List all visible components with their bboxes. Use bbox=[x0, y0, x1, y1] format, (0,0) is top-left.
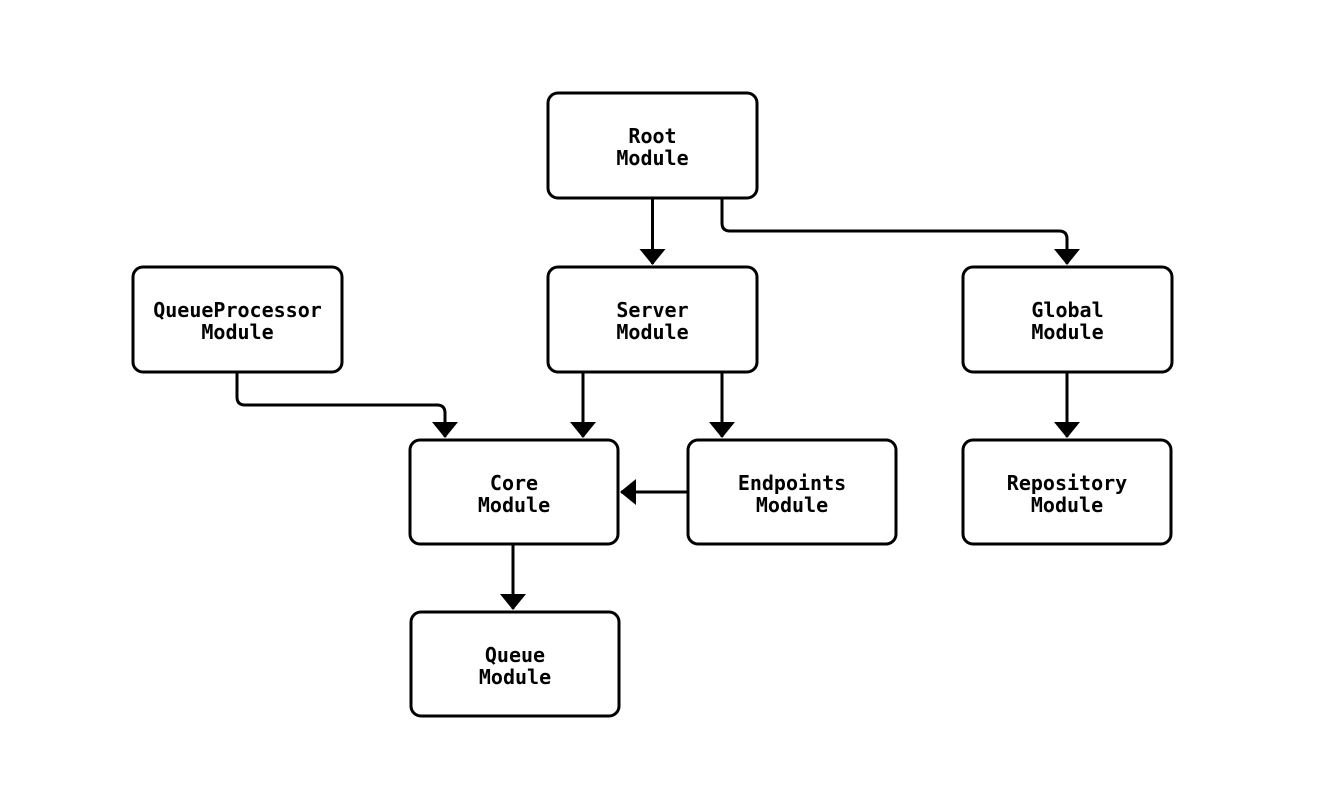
node-endpoints-module-label-line1: Endpoints bbox=[738, 471, 846, 495]
node-queue-module-label-line2: Module bbox=[479, 665, 551, 689]
node-server-module-label-line2: Module bbox=[616, 320, 688, 344]
edge-root-to-global bbox=[720, 198, 1080, 265]
node-global-module-label-line1: Global bbox=[1031, 298, 1103, 322]
node-core-module-box bbox=[408, 438, 620, 546]
node-core-module: Core Module bbox=[408, 438, 620, 546]
node-queueprocessor-module-label-line1: QueueProcessor bbox=[153, 298, 322, 322]
node-core-module-label-line1: Core bbox=[490, 471, 538, 495]
node-root-module: Root Module bbox=[546, 91, 759, 200]
node-global-module-box bbox=[961, 265, 1174, 374]
node-global-module-label-line2: Module bbox=[1031, 320, 1103, 344]
node-queue-module: Queue Module bbox=[409, 610, 621, 718]
node-repository-module-label-line1: Repository bbox=[1007, 471, 1127, 495]
node-queueprocessor-module-box bbox=[131, 265, 344, 374]
node-endpoints-module: Endpoints Module bbox=[686, 438, 898, 546]
node-global-module: Global Module bbox=[961, 265, 1174, 374]
node-queueprocessor-module-label-line2: Module bbox=[201, 320, 273, 344]
node-repository-module: Repository Module bbox=[961, 438, 1173, 546]
node-queue-module-box bbox=[409, 610, 621, 718]
node-endpoints-module-label-line2: Module bbox=[756, 493, 828, 517]
node-server-module: Server Module bbox=[546, 265, 759, 374]
node-endpoints-module-box bbox=[686, 438, 898, 546]
node-queueprocessor-module: QueueProcessor Module bbox=[131, 265, 344, 374]
node-repository-module-label-line2: Module bbox=[1031, 493, 1103, 517]
node-server-module-label-line1: Server bbox=[616, 298, 688, 322]
edge-queueprocessor-to-core bbox=[235, 372, 458, 438]
node-root-module-label-line1: Root bbox=[628, 124, 676, 148]
node-root-module-label-line2: Module bbox=[616, 146, 688, 170]
node-repository-module-box bbox=[961, 438, 1173, 546]
edges bbox=[235, 198, 1080, 610]
node-server-module-box bbox=[546, 265, 759, 374]
node-root-module-box bbox=[546, 91, 759, 200]
node-core-module-label-line2: Module bbox=[478, 493, 550, 517]
node-queue-module-label-line1: Queue bbox=[485, 643, 545, 667]
